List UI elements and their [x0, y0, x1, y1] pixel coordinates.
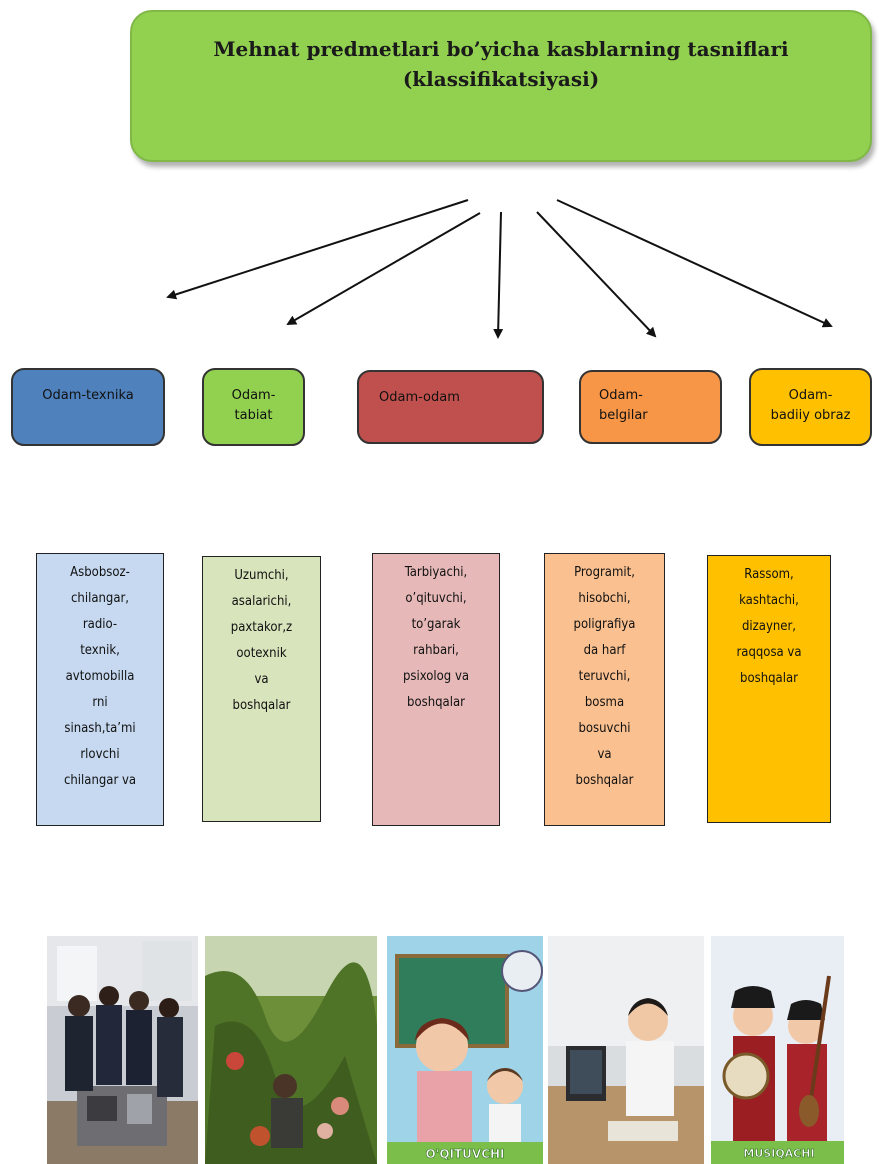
- connector-arrows: [166, 199, 833, 339]
- category-label: Odam- badiiy obraz: [770, 388, 851, 423]
- description-text: Rassom, kashtachi, dizayner, raqqosa va …: [736, 567, 802, 686]
- teacher-caption-logo: O'QITUVCHI: [425, 1147, 504, 1161]
- description-odam-texnika: Asbobsoz- chilangar, radio- texnik, avto…: [36, 553, 164, 826]
- arrow-to-odam-belgilar: [536, 211, 657, 338]
- arrow-to-odam-tabiat: [286, 212, 481, 326]
- greenhouse-farmer-photo: [205, 936, 377, 1164]
- arrow-to-odam-texnika: [166, 199, 469, 300]
- category-odam-badiiy-obraz: Odam- badiiy obraz: [749, 368, 872, 446]
- category-odam-odam: Odam-odam: [357, 370, 544, 444]
- description-text: Tarbiyachi, o’qituvchi, to’garak rahbari…: [402, 565, 470, 710]
- musician-caption-logo: MUSIQACHI: [743, 1147, 814, 1160]
- teacher-cartoon-photo: O'QITUVCHI: [387, 936, 543, 1164]
- category-odam-tabiat: Odam- tabiat: [202, 368, 305, 446]
- computer-operator-photo: [548, 936, 704, 1164]
- arrow-to-odam-odam: [493, 211, 504, 339]
- description-text: Programit, hisobchi, poligrafiya da harf…: [573, 565, 636, 788]
- category-odam-belgilar: Odam- belgilar: [579, 370, 722, 444]
- category-label: Odam-texnika: [42, 388, 134, 403]
- arrow-to-odam-badiiy-obraz: [556, 199, 833, 328]
- description-odam-tabiat: Uzumchi, asalarichi, paxtakor,z ootexnik…: [202, 556, 321, 822]
- description-text: Uzumchi, asalarichi, paxtakor,z ootexnik…: [230, 568, 293, 713]
- description-odam-belgilar: Programit, hisobchi, poligrafiya da harf…: [544, 553, 665, 826]
- description-text: Asbobsoz- chilangar, radio- texnik, avto…: [63, 565, 137, 788]
- title-box: Mehnat predmetlari bo’yicha kasblarning …: [130, 10, 872, 162]
- description-odam-badiiy-obraz: Rassom, kashtachi, dizayner, raqqosa va …: [707, 555, 831, 823]
- workshop-students-photo: [47, 936, 198, 1164]
- diagram-title: Mehnat predmetlari bo’yicha kasblarning …: [213, 37, 789, 91]
- category-odam-texnika: Odam-texnika: [11, 368, 165, 446]
- musicians-cartoon-photo: MUSIQACHI: [711, 936, 844, 1164]
- category-label: Odam- tabiat: [231, 388, 276, 423]
- category-label: Odam-odam: [379, 390, 460, 405]
- category-label: Odam- belgilar: [599, 388, 648, 423]
- description-odam-odam: Tarbiyachi, o’qituvchi, to’garak rahbari…: [372, 553, 500, 826]
